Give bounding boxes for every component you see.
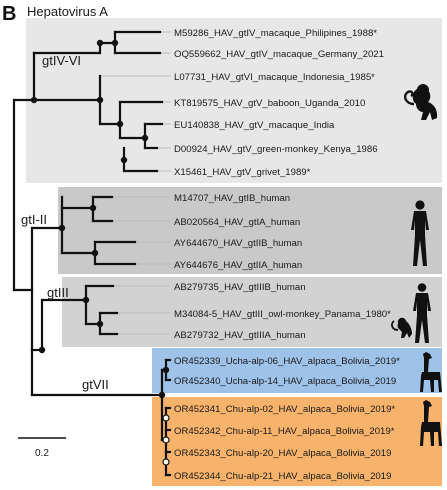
tip-label: OQ559662_HAV_gtIV_macaque_Germany_2021 <box>174 49 384 60</box>
owl-monkey-icon <box>391 317 412 338</box>
scale-bar: 0.2 <box>18 437 66 459</box>
figure-title: Hepatovirus A <box>27 4 108 19</box>
clade-label-gtIII: gtIII <box>47 285 69 300</box>
tip-label: OR452339_Ucha-alp-06_HAV_alpaca_Bolivia_… <box>174 356 400 367</box>
scale-bar-label: 0.2 <box>35 448 49 459</box>
tip-label: OR452342_Chu-alp-11_HAV_alpaca_Bolivia_2… <box>174 426 395 437</box>
tip-label: L07731_HAV_gtVI_macaque_Indonesia_1985* <box>174 72 375 83</box>
tip-label: OR452343_Chu-alp-20_HAV_alpaca_Bolivia_2… <box>174 448 391 459</box>
tip-label: M59286_HAV_gtIV_macaque_Philipines_1988* <box>174 28 377 39</box>
tip-label: KT819575_HAV_gtV_baboon_Uganda_2010 <box>174 98 365 109</box>
tip-label: AY644670_HAV_gtIIB_human <box>174 238 302 249</box>
tip-label: AB279735_HAV_gtIIIB_human <box>174 282 306 293</box>
tip-label: OR452340_Ucha-alp-14_HAV_alpaca_Bolivia_… <box>174 376 396 387</box>
panel-letter: B <box>2 3 16 25</box>
human-woman-icon <box>411 200 429 266</box>
clade-label-gtVII: gtVII <box>82 377 109 392</box>
tip-label: M34084-5_HAV_gtIII_owl-monkey_Panama_198… <box>174 309 391 320</box>
tip-label: EU140838_HAV_gtV_macaque_India <box>174 120 335 131</box>
clade-label-gtIV-VI: gtIV-VI <box>42 53 81 68</box>
tip-label: M14707_HAV_gtIB_human <box>174 193 290 204</box>
tip-guide-lines <box>100 31 171 335</box>
tip-label: D00924_HAV_gtV_green-monkey_Kenya_1986 <box>174 144 378 155</box>
monkey-icon <box>403 84 438 120</box>
tip-label: OR452341_Chu-alp-02_HAV_alpaca_Bolivia_2… <box>174 404 395 415</box>
tip-labels: M59286_HAV_gtIV_macaque_Philipines_1988*… <box>174 28 400 482</box>
clade-box-gtI-II <box>58 187 442 274</box>
alpaca-icon <box>420 400 442 446</box>
tip-label: AB020564_HAV_gtIA_human <box>174 217 300 228</box>
clade-box-gtVII-ucha <box>152 348 442 393</box>
alpaca-icon <box>420 352 442 392</box>
clade-label-gtI-II: gtI-II <box>21 212 47 227</box>
clade-box-gtVII-chu <box>152 397 442 486</box>
clade-box-gtIII <box>62 277 442 347</box>
human-woman-icon <box>413 283 431 343</box>
tree-nodes <box>30 39 170 466</box>
tip-label: AY644676_HAV_gtIIA_human <box>174 260 302 271</box>
tip-label: AB279732_HAV_gtIIIA_human <box>174 330 306 341</box>
tip-label: OR452344_Chu-alp-21_HAV_alpaca_Bolivia_2… <box>174 471 391 482</box>
tip-label: X15461_HAV_gtV_grivet_1989* <box>174 167 311 178</box>
